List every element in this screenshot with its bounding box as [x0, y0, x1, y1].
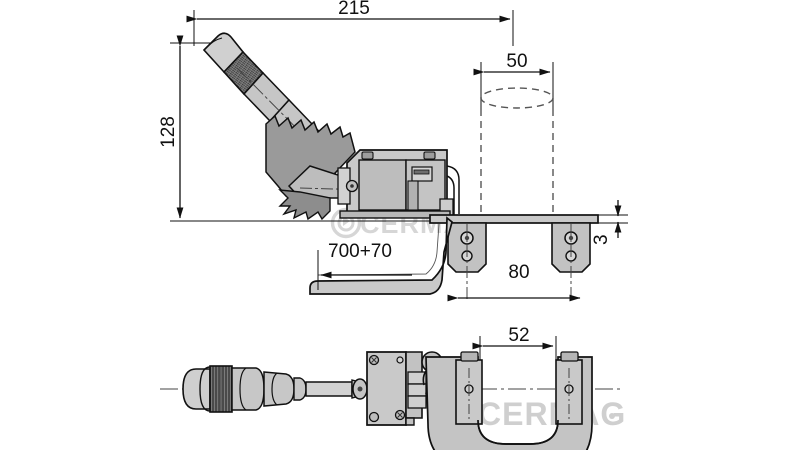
switch-housing-face-left [358, 159, 407, 211]
clamp-boss-left [460, 351, 479, 362]
plan-knob-assembly [182, 365, 307, 413]
plan-screw-bottom-left [368, 411, 380, 423]
dimension-700-plus-70: 700+70 [317, 241, 412, 290]
steering-column-outline [480, 87, 554, 216]
knob-cap [182, 368, 211, 410]
dimension-3-label: 3 [591, 234, 612, 245]
dimension-128-label: 128 [158, 116, 179, 148]
plan-terminal-3 [407, 395, 427, 409]
dimension-3: 3 [588, 200, 628, 245]
clamp-boss-right [560, 351, 579, 362]
stalk-shaft [305, 381, 353, 397]
lever-assembly [202, 32, 373, 221]
dimension-700-plus-70-label: 700+70 [328, 241, 392, 262]
wire-exit-upper [446, 165, 460, 214]
switch-body-side [337, 149, 460, 219]
switch-fixing-lug-left [361, 151, 374, 160]
cable-harness-body [309, 216, 453, 295]
dimension-80-label: 80 [508, 262, 529, 283]
bracket-top-strap [429, 214, 599, 224]
dimension-52-label: 52 [508, 325, 529, 346]
dimension-50: 50 [473, 51, 554, 110]
cable-harness [309, 216, 453, 295]
dimension-215-label: 215 [338, 0, 370, 19]
dimension-215: 215 [186, 0, 514, 46]
switch-fixing-lug-right [423, 151, 436, 160]
plan-terminal-2 [407, 383, 427, 397]
plan-lever-stalk [305, 378, 368, 400]
lever-boot-lower-serration [278, 189, 331, 221]
knob-knurled-band [209, 365, 233, 413]
dimension-50-label: 50 [506, 51, 527, 72]
lever-knob-tip [202, 32, 245, 74]
mounting-bracket-side [429, 214, 599, 300]
dimension-80: 80 [447, 262, 581, 302]
knob-collar [263, 371, 295, 407]
plan-clamp-yoke [425, 351, 593, 450]
plan-switch-body [366, 351, 427, 426]
svg-text:CERMAG: CERMAG [478, 396, 626, 432]
knob-body [231, 367, 265, 411]
plan-hole-top-right [396, 356, 404, 364]
dimension-52: 52 [472, 325, 557, 372]
